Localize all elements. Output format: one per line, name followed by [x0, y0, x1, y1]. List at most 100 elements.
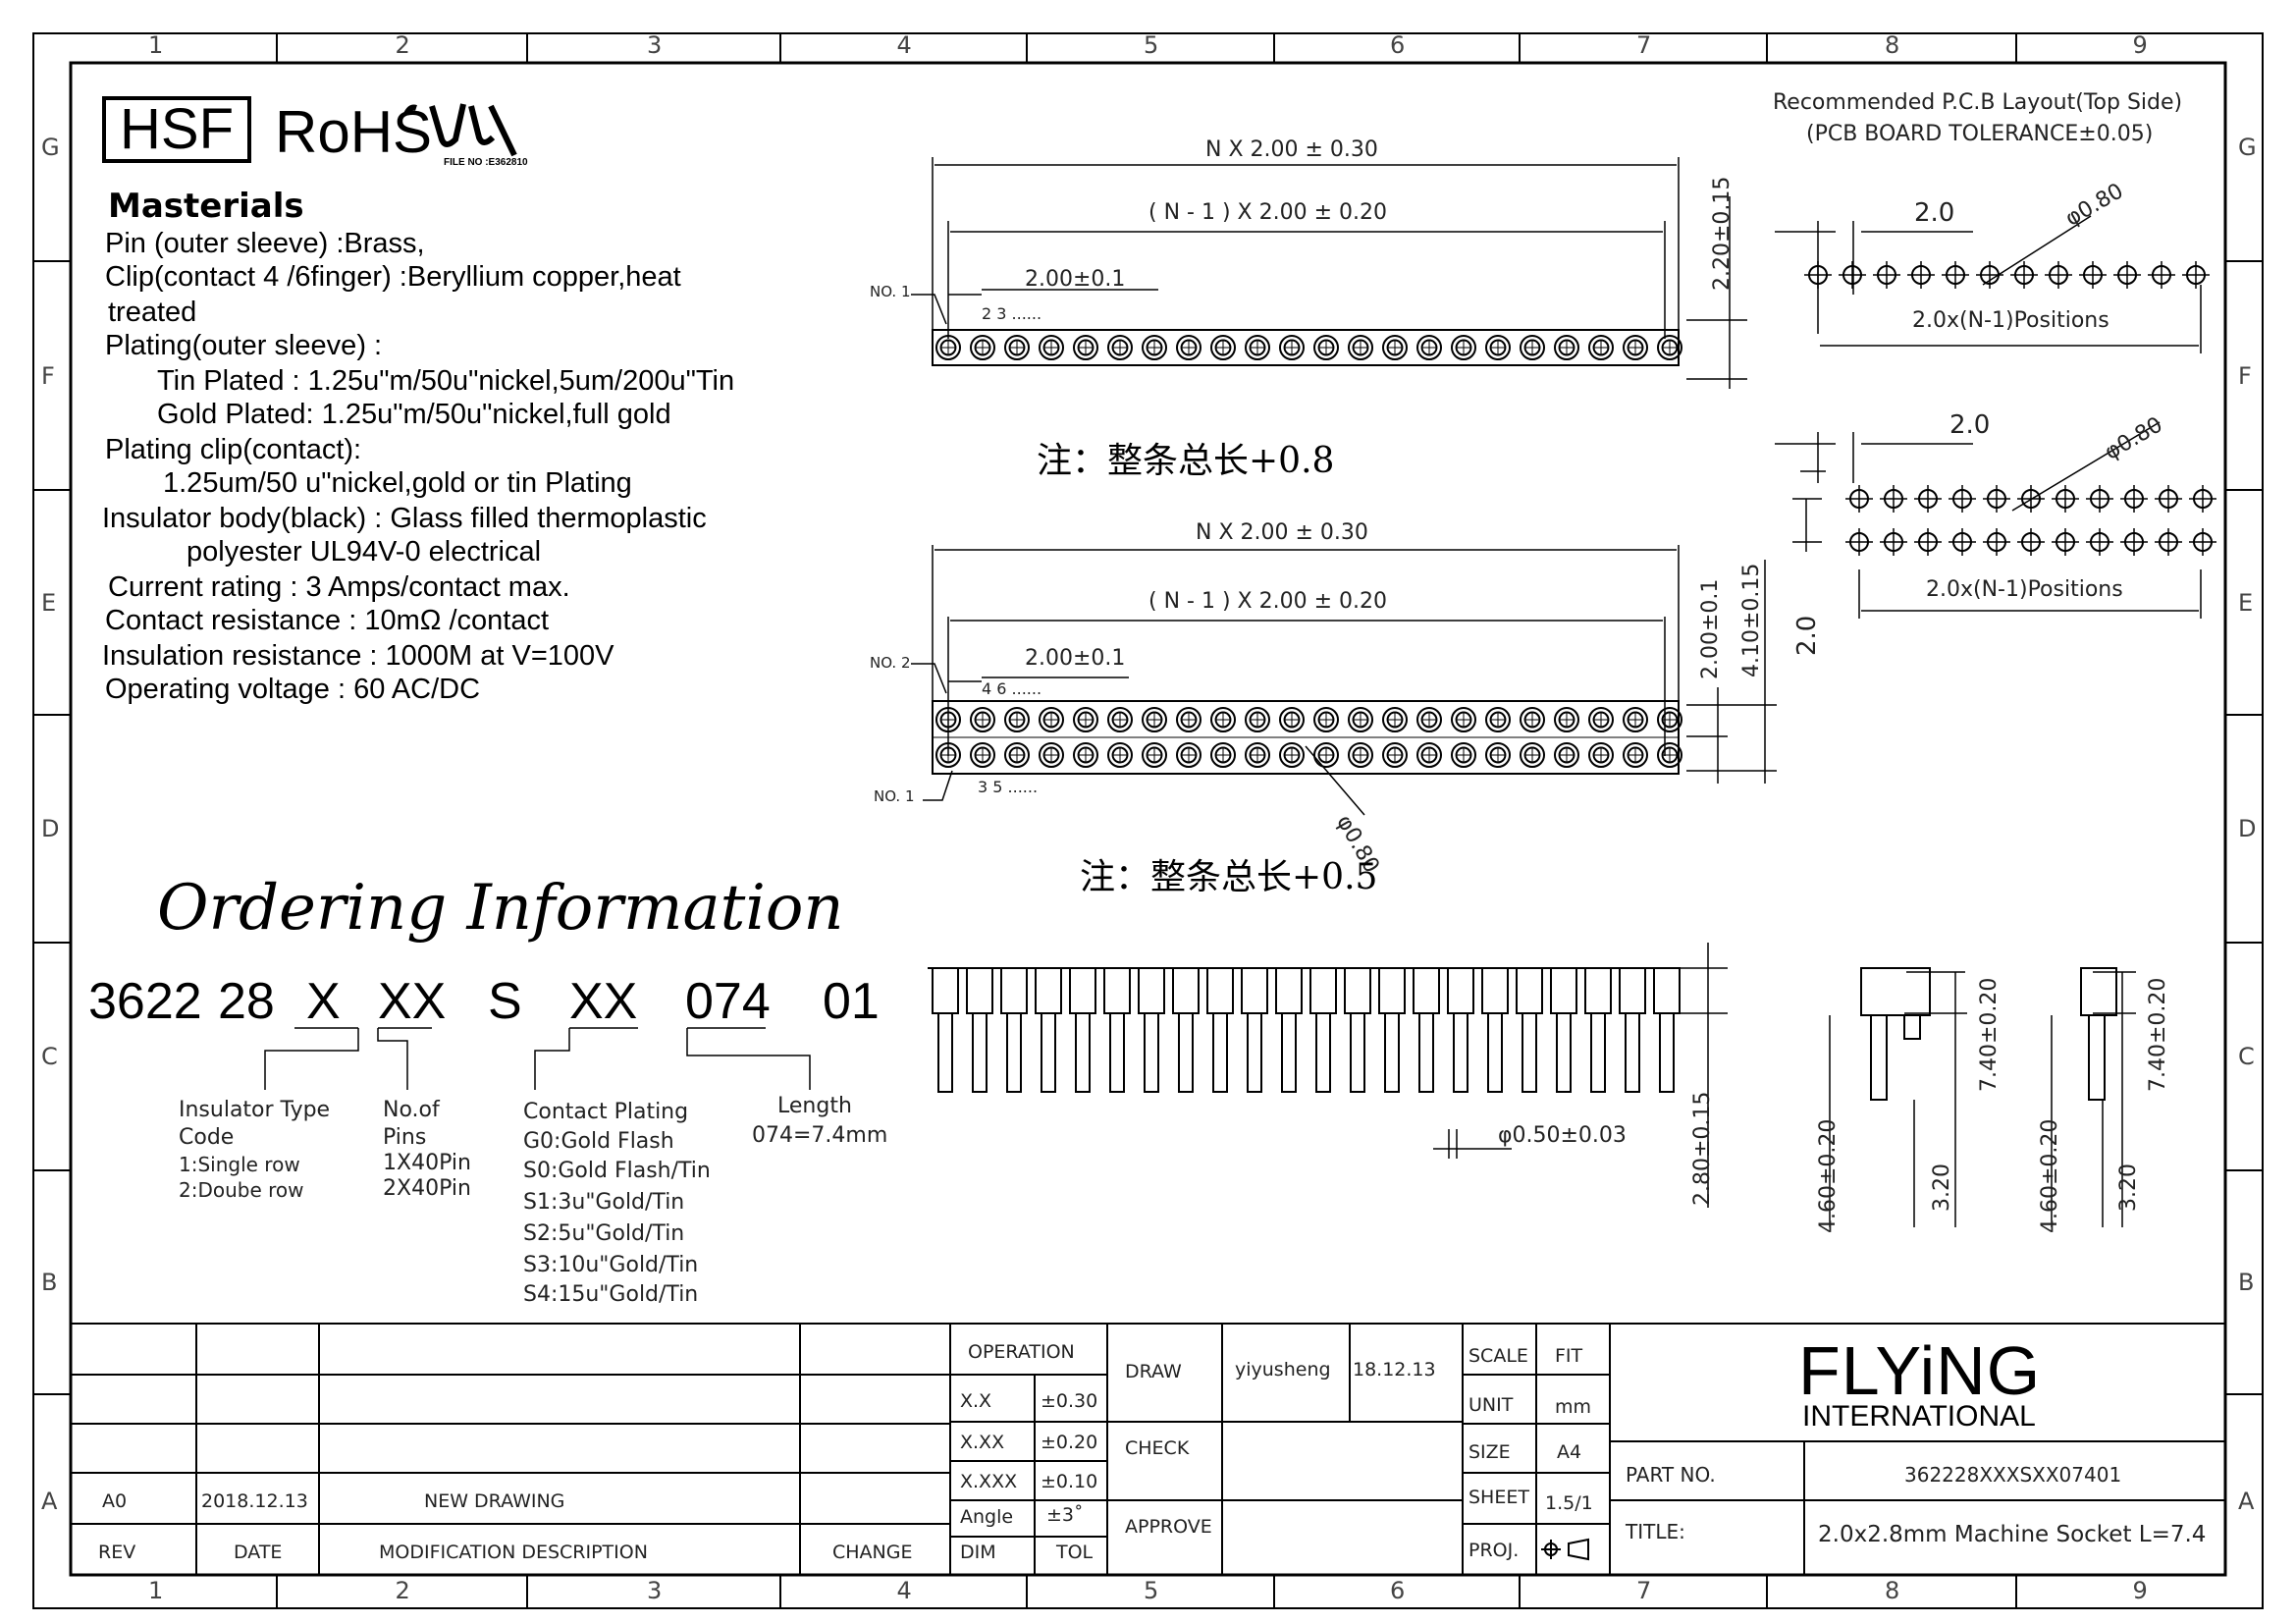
row-label: C [2238, 1043, 2255, 1070]
pcb-double-row-pitch: 2.0 [1792, 615, 1822, 656]
single-side-body-dim: 7.40±0.20 [1977, 977, 2002, 1092]
material-line: Plating(outer sleeve) : [105, 330, 383, 361]
double-pitch-dim: 2.00±0.1 [1025, 646, 1126, 671]
single-inner-dim: ( N - 1 ) X 2.00 ± 0.20 [1148, 200, 1387, 225]
pin-diameter-dim: φ0.50±0.03 [1498, 1123, 1627, 1148]
scale-value: FIT [1555, 1345, 1583, 1367]
tol-value: ±0.10 [1041, 1471, 1098, 1492]
rev-value: A0 [102, 1490, 128, 1512]
change-header: CHANGE [832, 1542, 913, 1563]
length-title: Length [777, 1094, 852, 1118]
single-pin-numbers: 2 3 ...... [982, 304, 1042, 323]
double-side-body-dim: 7.40±0.20 [2146, 977, 2170, 1092]
pcb-double-pitch: 2.0 [1949, 410, 1991, 440]
draw-label: DRAW [1125, 1361, 1182, 1382]
material-line: Clip(contact 4 /6finger) :Beryllium copp… [105, 261, 681, 293]
proj-label: PROJ. [1468, 1540, 1520, 1561]
ul-recognized-mark-icon [403, 103, 517, 157]
tol-dim: Angle [960, 1506, 1014, 1528]
single-length-note: 注：整条总长+0.8 [1037, 441, 1335, 481]
date-header: DATE [234, 1542, 283, 1563]
column-label: 5 [1144, 1577, 1159, 1604]
row-label: F [2238, 361, 2252, 390]
column-label: 1 [148, 1577, 164, 1604]
double-no2-label: NO. 2 [870, 654, 911, 672]
tol-value: ±0.20 [1041, 1432, 1098, 1453]
tol-dim: X.XX [960, 1432, 1005, 1453]
row-label: C [41, 1043, 58, 1070]
column-label: 9 [2132, 31, 2148, 59]
check-label: CHECK [1125, 1437, 1190, 1459]
plating-line: S3:10u"Gold/Tin [523, 1253, 699, 1277]
row-label: E [41, 588, 57, 617]
tol-value: ±3˚ [1046, 1504, 1084, 1526]
row-label: D [2238, 815, 2257, 842]
row-label: F [41, 361, 55, 390]
company-logo: FLYiNG [1798, 1332, 2042, 1409]
column-label: 3 [647, 1577, 663, 1604]
column-label: 1 [148, 31, 164, 59]
row-label: A [2238, 1488, 2255, 1515]
row-label: E [2238, 588, 2254, 617]
pins-title: No.of [383, 1098, 440, 1122]
double-side-tail-dim: 3.20 [2116, 1164, 2141, 1212]
double-height-dim: 4.10±0.15 [1739, 563, 1764, 677]
row-label: G [2238, 134, 2257, 161]
pcb-title: Recommended P.C.B Layout(Top Side) [1773, 90, 2183, 115]
column-label: 5 [1144, 31, 1159, 59]
code-part: XX [378, 973, 447, 1030]
desc-header: MODIFICATION DESCRIPTION [379, 1542, 648, 1563]
single-no1-label: NO. 1 [870, 283, 911, 300]
material-line: Pin (outer sleeve) :Brass, [105, 228, 425, 259]
tol-dim: X.XXX [960, 1471, 1018, 1492]
material-line: Plating clip(contact): [105, 434, 362, 465]
column-label: 6 [1390, 31, 1406, 59]
row-label: A [41, 1488, 58, 1515]
tol-dim: X.X [960, 1390, 992, 1412]
rev-desc-value: NEW DRAWING [424, 1490, 565, 1512]
double-no1-label: NO. 1 [874, 787, 915, 805]
size-value: A4 [1557, 1441, 1582, 1463]
single-side-tail-dim: 3.20 [1930, 1164, 1954, 1212]
double-pin-numbers-bottom: 3 5 ...... [978, 778, 1039, 796]
pins-line: 1X40Pin [383, 1151, 471, 1175]
tol-value: ±0.30 [1041, 1390, 1098, 1412]
approve-label: APPROVE [1125, 1516, 1212, 1538]
code-part: 28 [218, 973, 275, 1030]
insulator-title: Insulator Type [179, 1098, 331, 1122]
double-inner-dim: ( N - 1 ) X 2.00 ± 0.20 [1148, 589, 1387, 614]
rohs-logo: RoHS [275, 99, 433, 165]
double-row-pitch-dim: 2.00±0.1 [1698, 578, 1723, 679]
part-no-label: PART NO. [1626, 1463, 1716, 1487]
plating-line: S0:Gold Flash/Tin [523, 1159, 711, 1183]
ul-file-number: FILE NO :E362810 [444, 157, 528, 168]
dim-header: DIM [960, 1542, 996, 1563]
sheet-value: 1.5/1 [1545, 1492, 1593, 1514]
double-length-note: 注：整条总长+0.5 [1080, 857, 1378, 897]
drawer-name: yiyusheng [1235, 1359, 1331, 1380]
part-no-value: 362228XXXSXX07401 [1904, 1463, 2122, 1487]
column-label: 9 [2132, 1577, 2148, 1604]
material-line: 1.25um/50 u"nickel,gold or tin Plating [163, 467, 632, 499]
unit-label: UNIT [1468, 1394, 1514, 1416]
material-line: polyester UL94V-0 electrical [187, 536, 542, 568]
column-label: 4 [896, 1577, 912, 1604]
code-part: XX [569, 973, 638, 1030]
material-line: Current rating : 3 Amps/contact max. [108, 571, 570, 603]
insulator-line: 2:Doube row [179, 1178, 304, 1202]
code-part: 074 [685, 973, 771, 1030]
material-line: Contact resistance : 10mΩ /contact [105, 605, 550, 636]
pins-line: Pins [383, 1125, 427, 1150]
sheet-label: SHEET [1468, 1487, 1529, 1508]
unit-value: mm [1555, 1396, 1592, 1418]
code-part: X [306, 973, 341, 1030]
plating-line: S2:5u"Gold/Tin [523, 1221, 685, 1246]
material-line: Operating voltage : 60 AC/DC [105, 674, 481, 705]
insulator-line: 1:Single row [179, 1153, 300, 1176]
single-overall-dim: N X 2.00 ± 0.30 [1205, 137, 1378, 162]
draw-date: 18.12.13 [1353, 1359, 1436, 1380]
size-label: SIZE [1468, 1441, 1511, 1463]
rev-date-value: 2018.12.13 [201, 1490, 308, 1512]
material-line: Insulation resistance : 1000M at V=100V [102, 640, 614, 672]
